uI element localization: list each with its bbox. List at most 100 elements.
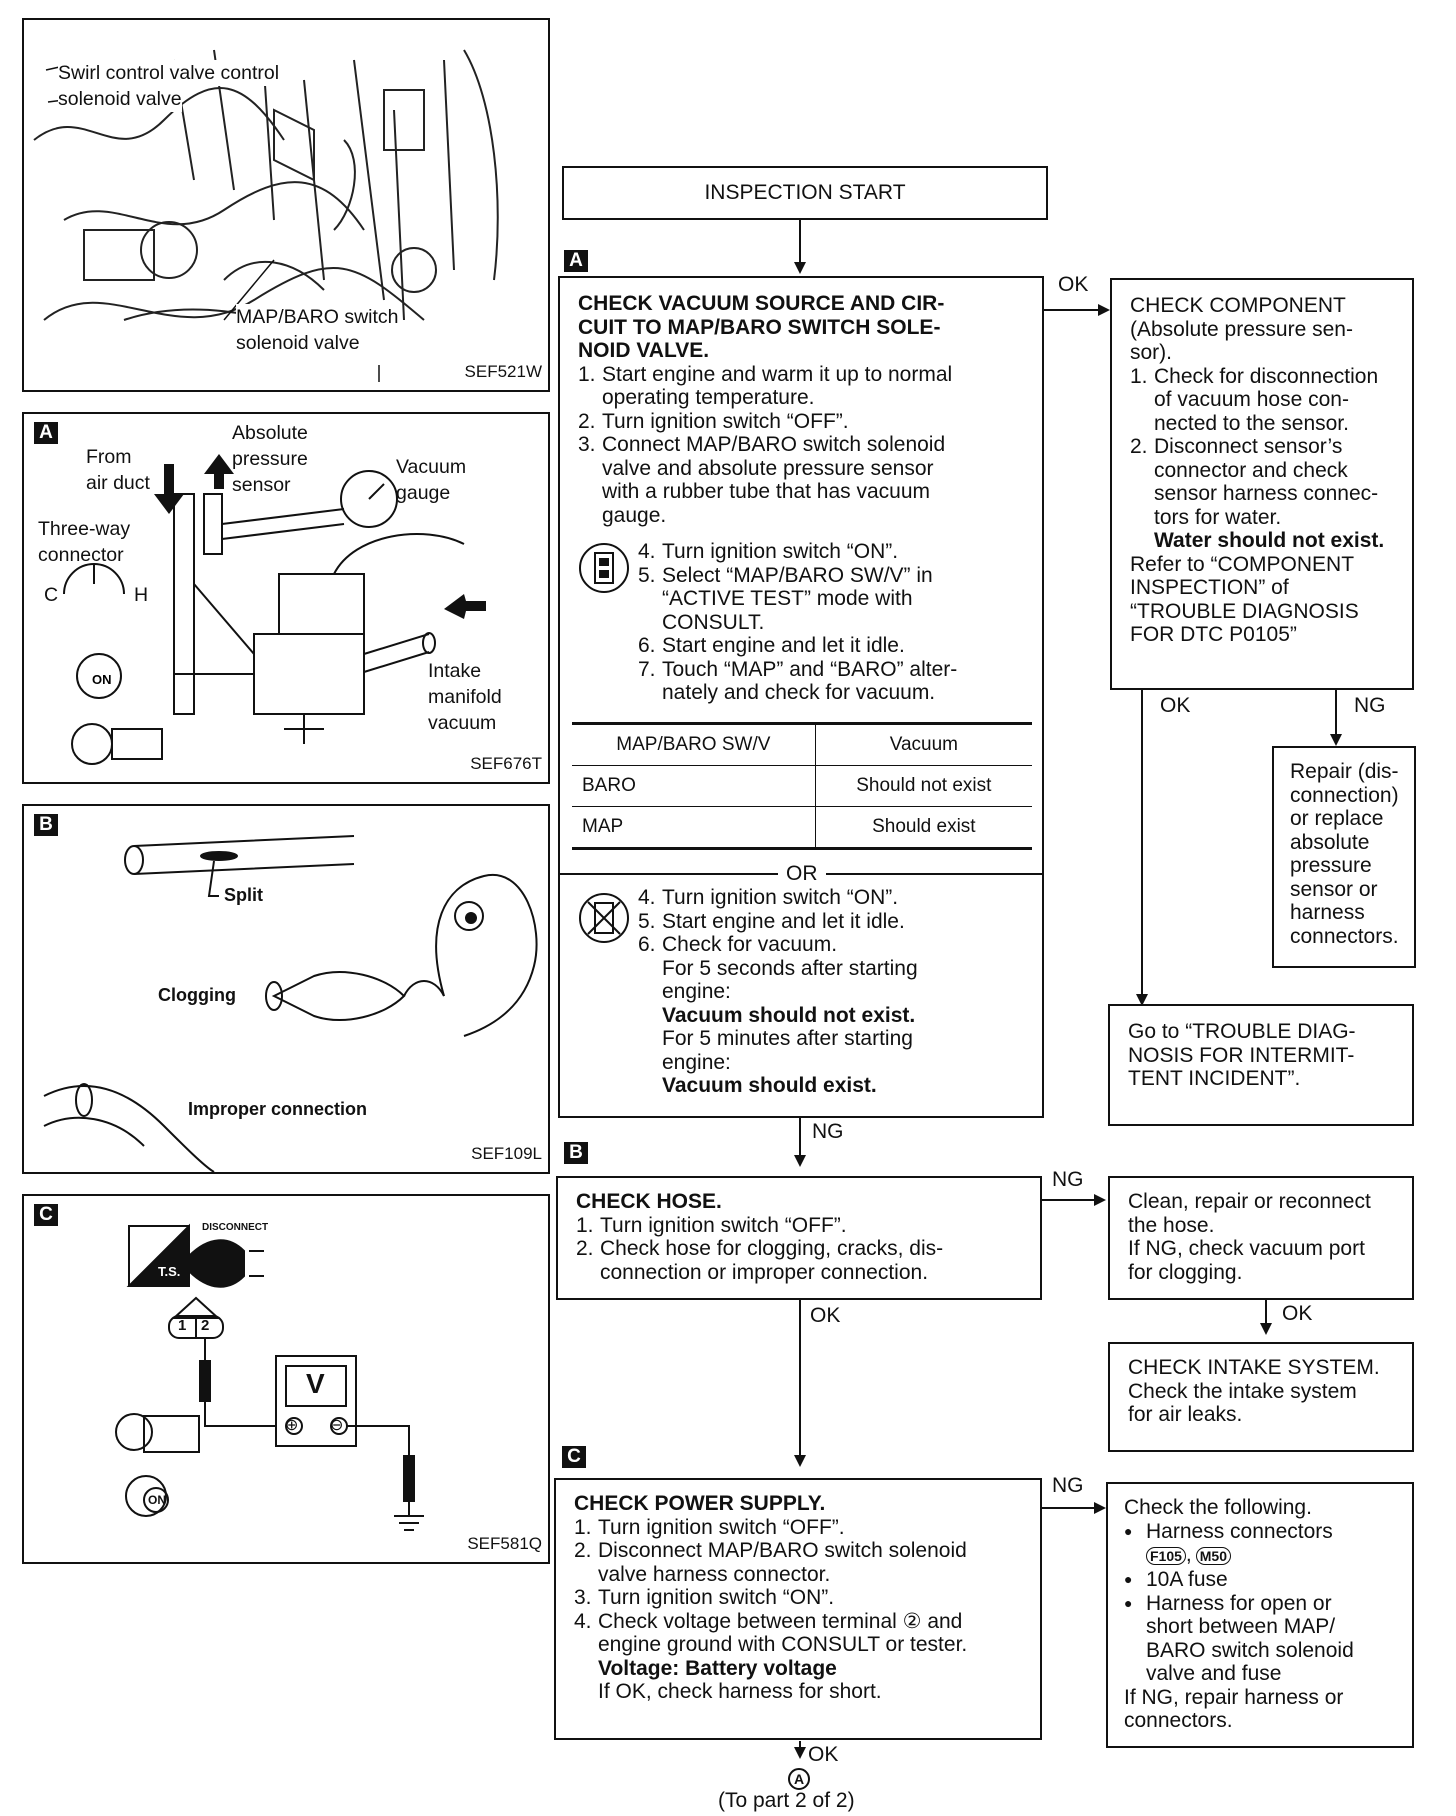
or-label: OR xyxy=(778,862,826,886)
ts-label: T.S. xyxy=(158,1264,181,1279)
split-label: Split xyxy=(224,885,263,905)
bullet-harness-connectors: Harness connectors xyxy=(1124,1520,1406,1544)
five-seconds-line-2: engine: xyxy=(662,980,731,1003)
step-a-4: 4.Turn ignition switch “ON”. xyxy=(638,540,1032,564)
step-a-2-num: 2. xyxy=(578,409,596,433)
repair-line-6: sensor or xyxy=(1290,877,1378,901)
check-following-box: Check the following. Harness connectors … xyxy=(1106,1482,1414,1748)
step-a-3-line-2: valve and absolute pressure sensor xyxy=(602,456,934,480)
hose-defects-illustration xyxy=(43,835,538,1172)
vacuum-table-header: MAP/BARO SW/V Vacuum xyxy=(572,722,1032,766)
temp-c: C xyxy=(44,584,59,606)
consult-icon xyxy=(579,543,629,593)
refer-line-3: “TROUBLE DIAGNOSIS xyxy=(1130,599,1359,623)
intake-line-2: Check the intake system xyxy=(1128,1379,1357,1403)
check-power-step-2-line-1: Disconnect MAP/BARO switch solenoid xyxy=(598,1539,967,1562)
check-hose-step-2-num: 2. xyxy=(576,1237,594,1260)
no-consult-icon xyxy=(579,893,629,943)
figure-letter-b: B xyxy=(34,814,58,836)
check-intake-box: CHECK INTAKE SYSTEM. Check the intake sy… xyxy=(1108,1342,1414,1452)
check-hose-step-2-line-1: Check hose for clogging, cracks, dis- xyxy=(600,1237,944,1260)
vacuum-table-cell: MAP xyxy=(572,806,816,850)
fuse-label: 10A fuse xyxy=(1146,1568,1228,1591)
bullet-fuse: 10A fuse xyxy=(1124,1568,1406,1592)
check-hose-title: CHECK HOSE. xyxy=(576,1190,722,1213)
check-power-step-3-num: 3. xyxy=(574,1586,592,1609)
check-power-step-4-line-2: engine ground with CONSULT or tester. xyxy=(598,1633,968,1656)
figure-c-voltage-check: C DISCONNECT T.S. 1 2 V ⊕ ⊖ xyxy=(22,1194,550,1564)
step-a-3-line-1: Connect MAP/BARO switch solenoid xyxy=(602,433,946,456)
five-seconds-line-1: For 5 seconds after starting xyxy=(662,956,918,980)
figure-code: SEF676T xyxy=(470,754,542,773)
tag-ok-step-c: OK xyxy=(810,1304,841,1327)
check-power-title: CHECK POWER SUPPLY. xyxy=(574,1492,826,1515)
harness-line-1: Harness for open or xyxy=(1146,1591,1332,1615)
check-power-step-1-num: 1. xyxy=(574,1515,592,1539)
vacuum-exist: Vacuum should exist. xyxy=(662,1074,877,1097)
harness-line-3: BARO switch solenoid xyxy=(1146,1638,1354,1662)
step-a-alt-4: 4.Turn ignition switch “ON”. xyxy=(638,886,1032,910)
component-step-2-line-1: Disconnect sensor’s xyxy=(1154,435,1343,458)
abs-sensor-2: pressure xyxy=(232,448,308,470)
step-a-4-num: 4. xyxy=(638,540,656,563)
step-a-title-2: CUIT TO MAP/BARO SWITCH SOLE- xyxy=(578,315,941,339)
connector-separator: , xyxy=(1185,1543,1192,1566)
connector-codes: F105,M50 xyxy=(1124,1543,1406,1568)
step-a-6-num: 6. xyxy=(638,634,656,657)
goto-line-2: NOSIS FOR INTERMIT- xyxy=(1128,1043,1355,1067)
intake-2: manifold xyxy=(428,686,502,708)
intake-3: vacuum xyxy=(428,712,497,734)
check-power-box: CHECK POWER SUPPLY. 1.Turn ignition swit… xyxy=(554,1478,1042,1740)
figure-engine-photo: Swirl control valve control solenoid val… xyxy=(22,18,550,392)
component-step-1-line-1: Check for disconnection xyxy=(1154,364,1379,388)
vacuum-table: MAP/BARO SW/V Vacuum BARO Should not exi… xyxy=(572,722,1032,850)
continue-circle: A xyxy=(788,1768,810,1790)
tag-ng-clean: NG xyxy=(1052,1168,1084,1191)
five-minutes-line-1: For 5 minutes after starting xyxy=(662,1027,913,1050)
figure-a-vacuum-setup: A ON Fr xyxy=(22,412,550,784)
three-way-2: connector xyxy=(38,544,124,566)
goto-line-1: Go to “TROUBLE DIAG- xyxy=(1128,1020,1356,1043)
step-a-7-line-2: nately and check for vacuum. xyxy=(662,681,936,704)
step-a-5-num: 5. xyxy=(638,563,656,587)
repair-line-1: Repair (dis- xyxy=(1290,760,1399,783)
check-hose-step-2-line-2: connection or improper connection. xyxy=(600,1260,929,1284)
harness-connectors-label: Harness connectors xyxy=(1146,1519,1333,1543)
component-step-1-line-2: of vacuum hose con- xyxy=(1154,388,1349,411)
component-step-1-line-3: nected to the sensor. xyxy=(1154,411,1349,435)
component-step-2-num: 2. xyxy=(1130,435,1148,458)
component-step-2-line-2: connector and check xyxy=(1154,458,1348,482)
temp-h: H xyxy=(134,584,149,606)
terminal-2: 2 xyxy=(201,1317,210,1334)
step-a-1-line-2: operating temperature. xyxy=(602,386,815,409)
vacuum-table-cell: Should exist xyxy=(814,806,1032,850)
check-power-step-4-line-1: Check voltage between terminal ② and xyxy=(598,1609,963,1633)
check-short-note: If OK, check harness for short. xyxy=(598,1680,882,1703)
check-hose-step-1-text: Turn ignition switch “OFF”. xyxy=(600,1213,847,1237)
check-following-title: Check the following. xyxy=(1124,1496,1312,1519)
figure-code: SEF521W xyxy=(464,362,542,381)
goto-line-3: TENT INCIDENT”. xyxy=(1128,1067,1301,1090)
swirl-label-2: solenoid valve xyxy=(58,86,182,112)
step-a-7: 7.Touch “MAP” and “BARO” alter-nately an… xyxy=(638,658,1032,705)
step-a-alt-6: 6.Check for vacuum. xyxy=(638,933,1032,957)
step-a-alt-4-text: Turn ignition switch “ON”. xyxy=(662,886,899,909)
voltmeter-minus: ⊖ xyxy=(330,1417,344,1434)
check-power-step-2-line-2: valve harness connector. xyxy=(598,1562,831,1586)
repair-line-8: connectors. xyxy=(1290,924,1399,948)
figure-code: SEF109L xyxy=(471,1144,542,1163)
figure-code: SEF581Q xyxy=(467,1534,542,1553)
clean-line-3: If NG, check vacuum port xyxy=(1128,1237,1365,1260)
step-a-7-num: 7. xyxy=(638,657,656,681)
component-step-2-line-3: sensor harness connec- xyxy=(1154,482,1379,505)
or-divider: OR xyxy=(560,862,1042,886)
tag-ok-part2: OK xyxy=(808,1743,839,1766)
map-baro-label-1: MAP/BARO switch xyxy=(236,304,399,330)
step-a-3-line-3: with a rubber tube that has vacuum xyxy=(602,480,931,503)
tag-ng-check-following: NG xyxy=(1052,1474,1084,1497)
